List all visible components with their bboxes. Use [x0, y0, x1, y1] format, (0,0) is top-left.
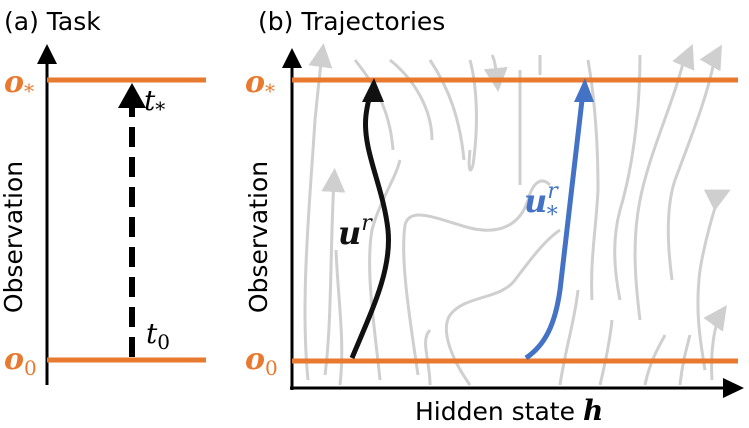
black-trajectory — [349, 93, 392, 359]
panel-a-title: (a) Task — [4, 7, 101, 36]
blue-trajectory-label: ur* — [524, 179, 559, 228]
flow-line — [321, 168, 346, 376]
panel-a-time-end-label: t* — [144, 84, 165, 121]
flow-line — [696, 194, 722, 371]
panel-b-title: (b) Trajectories — [258, 7, 445, 36]
flow-field — [303, 43, 731, 386]
flow-line — [666, 54, 717, 281]
flow-line — [633, 54, 687, 321]
flow-line — [368, 159, 402, 381]
flow-line — [334, 249, 344, 386]
flow-line — [303, 43, 333, 381]
black-trajectory-label: ur — [338, 211, 373, 252]
flow-line — [613, 54, 642, 301]
panel-a-y-axis-arrowhead — [37, 44, 57, 64]
panel-b-y-axis-label: Observation — [244, 161, 273, 313]
panel-a-y-axis-label: Observation — [0, 161, 28, 313]
panel-b: (b) Trajectories — [244, 7, 744, 427]
panel-b-x-axis-arrowhead — [723, 378, 744, 398]
flow-line — [598, 319, 614, 386]
flow-line — [643, 334, 667, 386]
panel-b-target-obs-label: o* — [245, 65, 275, 103]
flow-line — [699, 44, 722, 72]
flow-line — [678, 334, 692, 386]
flow-line — [428, 59, 466, 161]
panel-b-y-axis-arrowhead — [282, 48, 302, 68]
flow-line — [445, 228, 561, 386]
panel-a-time-start-label: t0 — [146, 317, 170, 354]
blue-trajectory-arrowhead — [574, 78, 594, 102]
black-trajectory-arrowhead — [362, 78, 384, 102]
flow-line — [467, 59, 478, 172]
blue-trajectory — [524, 99, 585, 361]
flow-line — [402, 179, 552, 376]
panel-a-target-obs-label: o* — [4, 65, 34, 103]
flow-line — [424, 328, 432, 386]
panel-a: (a) Task Observation o* o0 t* t0 — [0, 7, 206, 385]
panel-b-initial-obs-label: o0 — [245, 342, 278, 380]
panel-a-time-arrowhead — [118, 83, 146, 108]
flow-line — [672, 43, 695, 71]
flow-line — [586, 59, 600, 301]
flow-line — [558, 289, 580, 386]
flow-line — [703, 189, 731, 212]
flow-line — [389, 58, 434, 141]
flow-line — [353, 59, 395, 151]
panel-a-initial-obs-label: o0 — [4, 342, 37, 380]
flow-line — [483, 54, 508, 92]
flow-line — [703, 305, 727, 332]
panel-b-x-axis-label: Hidden state h — [415, 394, 603, 427]
